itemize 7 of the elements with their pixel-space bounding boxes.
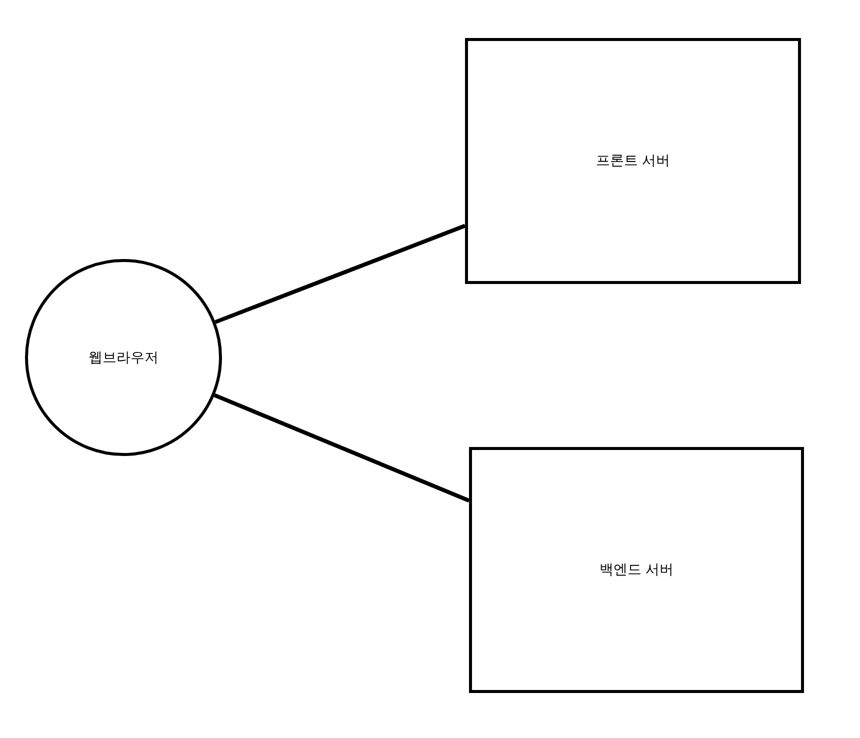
server-box <box>465 38 801 284</box>
node-label: 웹브라우저 <box>88 348 158 366</box>
node-label: 프론트 서버 <box>596 152 670 170</box>
connector-line <box>214 393 470 502</box>
server-box <box>469 447 804 693</box>
connector-line <box>214 224 466 324</box>
node-label: 백엔드 서버 <box>599 561 674 579</box>
